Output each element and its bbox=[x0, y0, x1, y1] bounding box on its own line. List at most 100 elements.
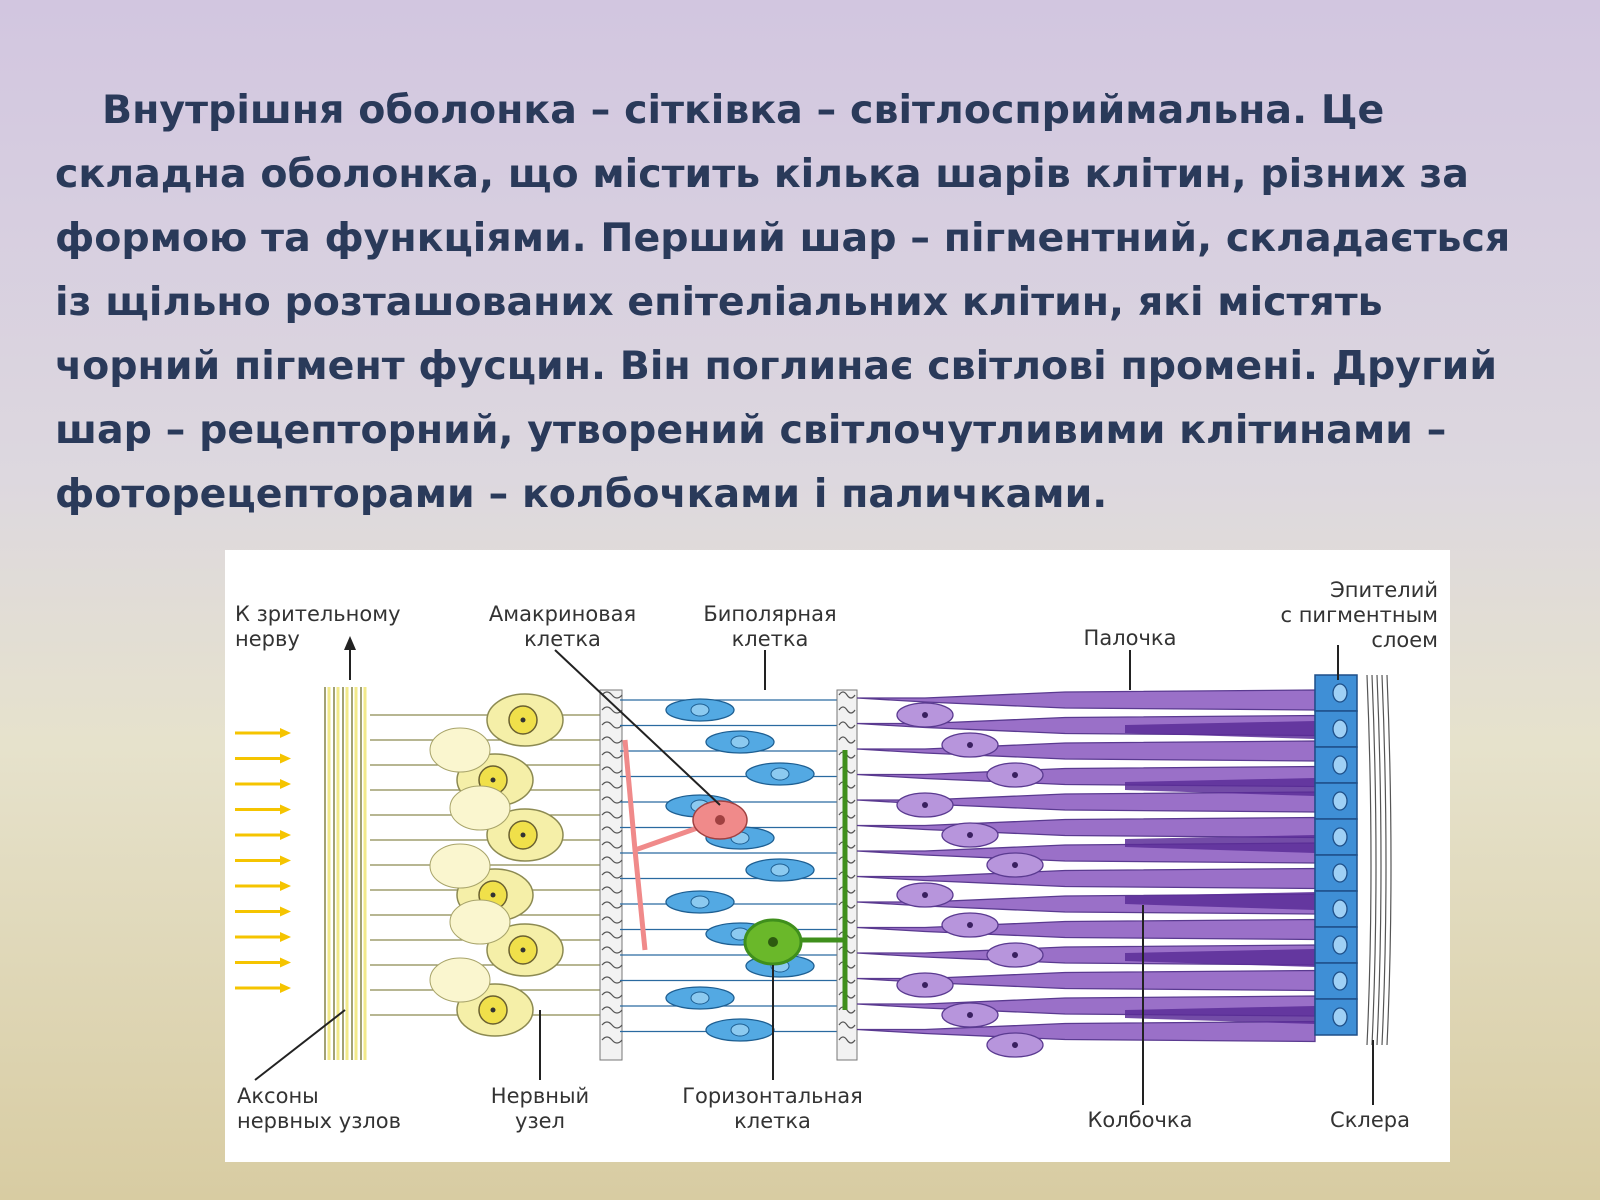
synapse-squiggle bbox=[601, 886, 623, 894]
synapse-squiggle bbox=[838, 691, 856, 699]
light-arrow-head bbox=[280, 830, 291, 840]
leader-lines bbox=[254, 645, 1374, 1105]
bipolar-nucleus bbox=[690, 703, 710, 717]
light-arrow-head bbox=[280, 855, 291, 866]
label-optic-nerve: К зрительному нерву bbox=[235, 602, 401, 651]
sclera-fiber bbox=[1371, 674, 1377, 1046]
ganglion-cell-back bbox=[429, 957, 491, 1003]
sclera-fiber bbox=[1376, 674, 1382, 1046]
synapse-squiggle bbox=[601, 706, 623, 714]
epithelium-nucleus bbox=[1332, 899, 1348, 919]
synapse-squiggle bbox=[601, 856, 623, 864]
epithelium-nucleus bbox=[1332, 791, 1348, 811]
cone-outer-segment bbox=[1125, 778, 1315, 796]
optic-nerve-arrow-head bbox=[344, 636, 356, 650]
label-cone: Колбочка bbox=[1087, 1108, 1193, 1132]
ganglion-cell-back bbox=[449, 899, 511, 945]
slide-paragraph: Внутрішня оболонка – сітківка – світлосп… bbox=[55, 78, 1555, 526]
paragraph-line: із щільно розташованих епітеліальних клі… bbox=[55, 279, 1383, 325]
ganglion-nucleolus bbox=[490, 892, 496, 898]
leader-line bbox=[554, 649, 721, 806]
synapse-squiggle bbox=[601, 1006, 623, 1014]
cone-outer-segment bbox=[1125, 949, 1315, 967]
cone-outer-segment bbox=[1125, 835, 1315, 853]
light-arrows bbox=[235, 728, 291, 993]
ganglion-cells bbox=[429, 693, 564, 1037]
paragraph-line: формою та функціями. Перший шар – пігмен… bbox=[55, 215, 1511, 261]
paragraph-line: чорний пігмент фусцин. Він поглинає світ… bbox=[55, 343, 1498, 389]
ganglion-nucleolus bbox=[520, 947, 526, 953]
sclera-fiber bbox=[1366, 674, 1372, 1046]
bipolar-cells bbox=[620, 698, 855, 1042]
paragraph-line: шар – рецепторний, утворений світлочутли… bbox=[55, 407, 1447, 453]
cone-outer-segment bbox=[1125, 1006, 1315, 1024]
retina-layers-illustration bbox=[235, 636, 1392, 1105]
horizontal-nucleus bbox=[768, 937, 778, 947]
photoreceptor-nucleus bbox=[922, 712, 928, 718]
epithelium-nucleus bbox=[1332, 1007, 1348, 1027]
synapse-squiggle bbox=[838, 736, 856, 744]
synapse-squiggle bbox=[601, 961, 623, 969]
synapse-squiggle bbox=[601, 1021, 623, 1029]
horizontal-cell bbox=[743, 750, 848, 1010]
synapse-squiggle bbox=[601, 901, 623, 909]
photoreceptor-nucleus bbox=[922, 892, 928, 898]
synapse-squiggle bbox=[601, 871, 623, 879]
light-arrow-head bbox=[280, 881, 291, 891]
ganglion-nucleolus bbox=[520, 832, 526, 838]
light-arrow-head bbox=[280, 957, 291, 968]
synapse-squiggle bbox=[601, 721, 623, 729]
inner-plexiform-layer bbox=[599, 689, 623, 1061]
bipolar-nucleus bbox=[770, 767, 790, 781]
photoreceptor-nucleus bbox=[1012, 952, 1018, 958]
label-ganglion-axons: Аксоны нервных узлов bbox=[237, 1084, 402, 1133]
light-arrow-head bbox=[280, 932, 291, 942]
rod-cell bbox=[856, 918, 1316, 941]
ganglion-nucleolus bbox=[490, 1007, 496, 1013]
light-arrow-head bbox=[280, 753, 291, 764]
paragraph-line: Внутрішня оболонка – сітківка – світлосп… bbox=[102, 87, 1385, 133]
synapse-squiggle bbox=[601, 796, 623, 804]
sclera bbox=[1366, 674, 1392, 1046]
amacrine-cell bbox=[622, 739, 748, 951]
bipolar-nucleus bbox=[730, 735, 750, 749]
photoreceptor-nucleus bbox=[967, 832, 973, 838]
cone-outer-segment bbox=[1125, 721, 1315, 739]
synapse-squiggle bbox=[601, 691, 623, 699]
epithelium-nucleus bbox=[1332, 863, 1348, 883]
epithelium-nucleus bbox=[1332, 755, 1348, 775]
synapse-squiggle bbox=[838, 706, 856, 714]
rod-cell bbox=[856, 740, 1316, 762]
synapse-squiggle bbox=[601, 976, 623, 984]
label-rod: Палочка bbox=[1083, 626, 1177, 650]
ganglion-nucleolus bbox=[490, 777, 496, 783]
sclera-fiber bbox=[1381, 674, 1387, 1046]
label-sclera: Склера bbox=[1330, 1108, 1410, 1132]
ganglion-nucleolus bbox=[520, 717, 526, 723]
retina-diagram: К зрительному нерву Амакриновая клетка Б… bbox=[225, 550, 1450, 1162]
label-pigment-epithelium: Эпителий с пигментным слоем bbox=[1280, 578, 1438, 652]
ganglion-cell-back bbox=[429, 727, 491, 773]
ganglion-cell-back bbox=[429, 843, 491, 889]
label-amacrine-cell: Амакриновая клетка bbox=[488, 602, 637, 651]
epithelium-nucleus bbox=[1332, 683, 1348, 703]
epithelium-nucleus bbox=[1332, 719, 1348, 739]
ganglion-cell-back bbox=[449, 785, 511, 831]
bipolar-nucleus bbox=[690, 991, 710, 1005]
photoreceptor-nucleus bbox=[1012, 1042, 1018, 1048]
synapse-squiggle bbox=[601, 916, 623, 924]
amacrine-nucleus bbox=[715, 815, 725, 825]
paragraph-line: складна оболонка, що містить кілька шарі… bbox=[55, 151, 1469, 197]
epithelium-nucleus bbox=[1332, 935, 1348, 955]
light-arrow-head bbox=[280, 983, 291, 993]
label-horizontal-cell: Горизонтальная клетка bbox=[682, 1084, 863, 1133]
synapse-squiggle bbox=[601, 736, 623, 744]
synapse-squiggle bbox=[601, 991, 623, 999]
epithelium-cell bbox=[1314, 818, 1358, 856]
light-arrow-head bbox=[280, 779, 291, 789]
synapse-squiggle bbox=[601, 751, 623, 759]
light-arrow-head bbox=[280, 728, 291, 738]
bipolar-nucleus bbox=[690, 895, 710, 909]
amacrine-branch bbox=[622, 739, 721, 951]
bipolar-nucleus bbox=[730, 1023, 750, 1037]
